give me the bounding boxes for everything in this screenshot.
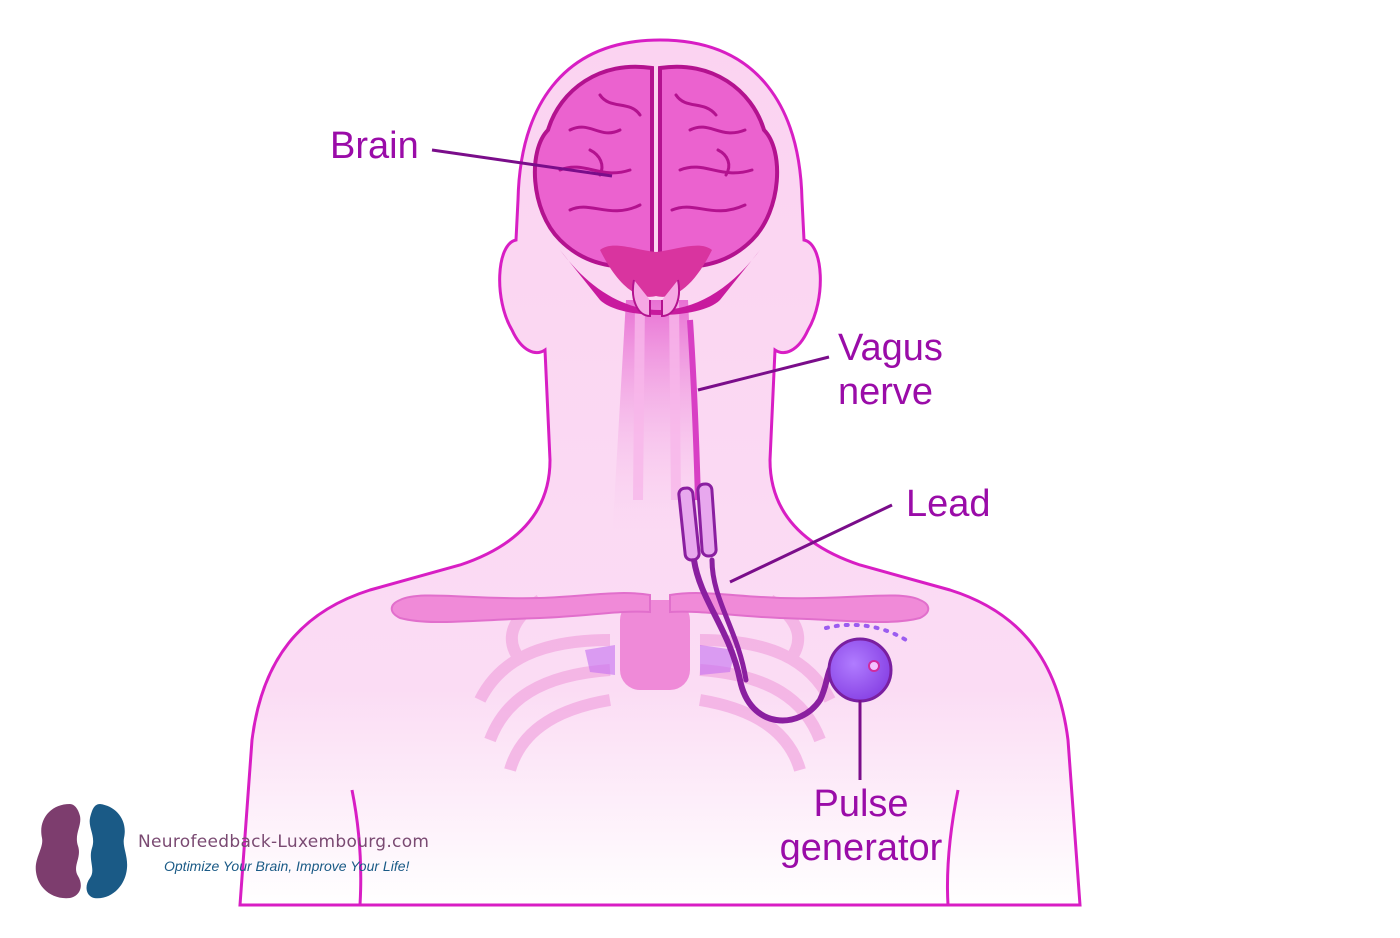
lead-wire <box>691 557 843 724</box>
lead-wire-b <box>709 557 749 683</box>
logo: Neurofeedback-Luxembourg.com Optimize Yo… <box>30 800 470 910</box>
vagus-nerve-label: Vagus nerve <box>838 326 943 414</box>
leader-lines <box>431 148 893 780</box>
pulse-label-line2: generator <box>779 827 943 869</box>
brain <box>532 64 780 318</box>
lung-shadow-left <box>585 645 615 675</box>
left-arm-line <box>350 789 363 906</box>
pulse-generator-label: Pulse generator <box>776 782 946 870</box>
vagus-label-line1: Vagus <box>838 327 943 369</box>
left-clavicle <box>390 592 651 624</box>
brain-leader-line <box>431 148 613 178</box>
vagus-label-line2: nerve <box>838 371 934 413</box>
vagus-nerve <box>687 319 701 501</box>
logo-mark-icon <box>35 804 128 899</box>
right-clavicle <box>669 592 930 624</box>
brain-label: Brain <box>330 125 419 167</box>
right-arm-line <box>945 789 960 906</box>
sternum <box>620 600 690 690</box>
lead-electrodes <box>677 482 718 562</box>
logo-tagline: Optimize Your Brain, Improve Your Life! <box>164 858 410 874</box>
spinal-cord-center <box>633 299 681 501</box>
lead-leader-line <box>729 503 893 584</box>
pulse-label-line1: Pulse <box>813 783 909 825</box>
lung-shadow-right <box>700 645 735 675</box>
vagus-leader-line <box>697 355 830 392</box>
pulse-generator <box>824 622 908 703</box>
lead-label: Lead <box>906 483 991 525</box>
logo-name: Neurofeedback-Luxembourg.com <box>138 832 430 852</box>
